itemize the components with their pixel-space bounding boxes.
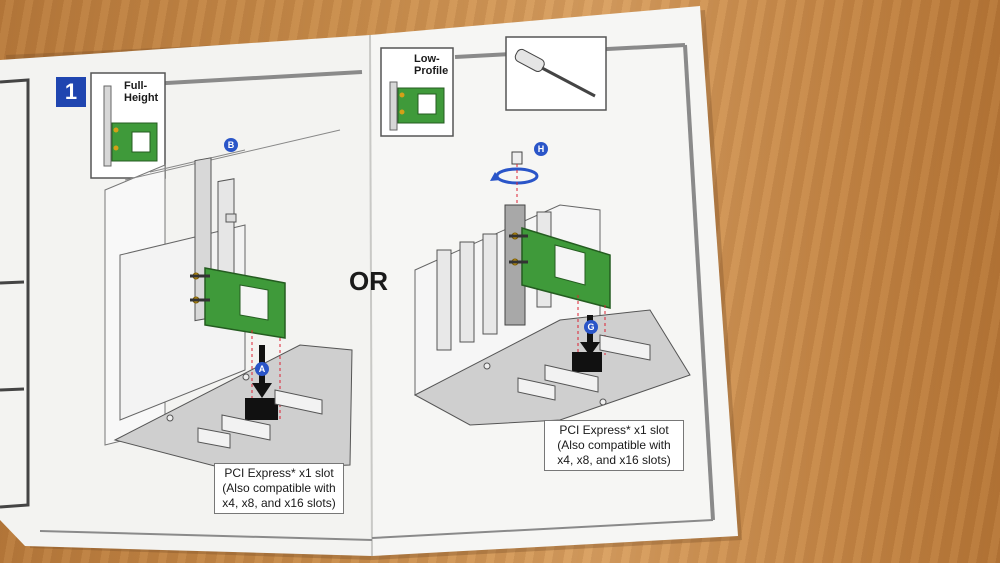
- low-profile-label: Low- Profile: [414, 53, 449, 77]
- page-fold: [369, 34, 373, 557]
- screwdriver-icon: [505, 36, 607, 111]
- marker-h: H: [534, 142, 548, 156]
- slot-caption-right: PCI Express* x1 slot (Also compatible wi…: [544, 420, 684, 471]
- marker-a: A: [255, 362, 269, 376]
- slot-caption-left: PCI Express* x1 slot (Also compatible wi…: [214, 463, 344, 514]
- low-profile-thumbnail: [380, 47, 454, 137]
- previous-step-frame: [0, 78, 30, 509]
- low-profile-install-drawing: [413, 151, 691, 426]
- pcie-x1-slot-left: [245, 398, 278, 420]
- or-divider-text: OR: [349, 266, 388, 296]
- full-height-thumbnail: [90, 72, 166, 179]
- step-number-badge: 1: [56, 77, 86, 107]
- marker-g: G: [584, 320, 598, 334]
- marker-b: B: [224, 138, 238, 152]
- full-height-label: Full- Height: [124, 80, 159, 104]
- step-border-bottom: [39, 530, 373, 541]
- full-height-install-drawing: [104, 129, 353, 471]
- pcie-x1-slot-right: [572, 352, 602, 372]
- step-border-right: [683, 44, 715, 521]
